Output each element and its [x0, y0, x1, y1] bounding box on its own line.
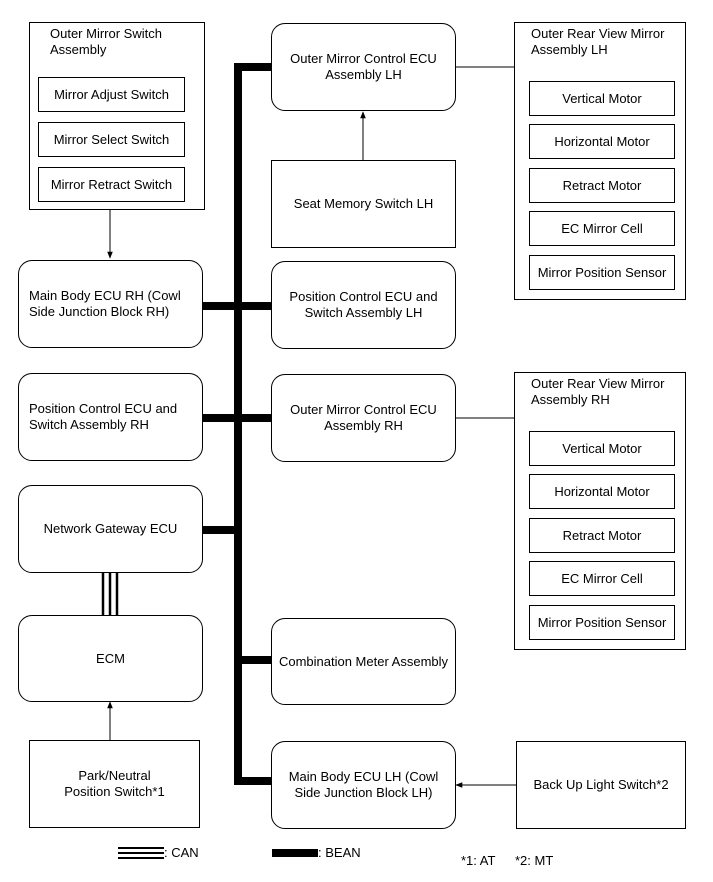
position-control-ecu-lh: Position Control ECU and Switch Assembly… [271, 261, 456, 349]
outer-rear-view-mirror-assembly-rh: Outer Rear View Mirror Assembly RH Verti… [514, 372, 686, 650]
lh-horizontal-motor: Horizontal Motor [529, 124, 675, 159]
network-gateway-ecu: Network Gateway ECU [18, 485, 203, 573]
mirror-retract-switch: Mirror Retract Switch [38, 167, 185, 202]
legend-swatches [118, 847, 318, 859]
footnote-at: *1: AT [461, 853, 496, 868]
back-up-light-switch: Back Up Light Switch*2 [516, 741, 686, 829]
ecm: ECM [18, 615, 203, 702]
rh-vertical-motor: Vertical Motor [529, 431, 675, 466]
main-body-ecu-rh: Main Body ECU RH (Cowl Side Junction Blo… [18, 260, 203, 348]
outer-mirror-switch-assembly-title: Outer Mirror Switch Assembly [50, 26, 162, 57]
footnote-mt: *2: MT [515, 853, 554, 868]
mirror-select-switch: Mirror Select Switch [38, 122, 185, 157]
rh-retract-motor: Retract Motor [529, 518, 675, 553]
park-neutral-position-switch: Park/Neutral Position Switch*1 [29, 740, 200, 828]
seat-memory-switch-lh: Seat Memory Switch LH [271, 160, 456, 248]
lh-ec-mirror-cell: EC Mirror Cell [529, 211, 675, 246]
outer-mirror-control-ecu-lh: Outer Mirror Control ECU Assembly LH [271, 23, 456, 111]
rh-horizontal-motor: Horizontal Motor [529, 474, 675, 509]
legend-can-label: : CAN [164, 845, 199, 860]
main-body-ecu-lh: Main Body ECU LH (Cowl Side Junction Blo… [271, 741, 456, 829]
lh-vertical-motor: Vertical Motor [529, 81, 675, 116]
rh-mirror-position-sensor: Mirror Position Sensor [529, 605, 675, 640]
legend-bean-label: : BEAN [318, 845, 361, 860]
outer-mirror-switch-assembly: Outer Mirror Switch Assembly Mirror Adju… [29, 22, 205, 210]
lh-retract-motor: Retract Motor [529, 168, 675, 203]
outer-mirror-control-ecu-rh: Outer Mirror Control ECU Assembly RH [271, 374, 456, 462]
bean-bus [203, 63, 271, 785]
outer-rear-view-mirror-rh-title: Outer Rear View Mirror Assembly RH [531, 376, 665, 407]
position-control-ecu-rh: Position Control ECU and Switch Assembly… [18, 373, 203, 461]
outer-rear-view-mirror-assembly-lh: Outer Rear View Mirror Assembly LH Verti… [514, 22, 686, 300]
outer-rear-view-mirror-lh-title: Outer Rear View Mirror Assembly LH [531, 26, 665, 57]
combination-meter-assembly: Combination Meter Assembly [271, 618, 456, 705]
signal-lines [107, 66, 516, 788]
mirror-adjust-switch: Mirror Adjust Switch [38, 77, 185, 112]
can-bus [101, 573, 119, 615]
lh-mirror-position-sensor: Mirror Position Sensor [529, 255, 675, 290]
rh-ec-mirror-cell: EC Mirror Cell [529, 561, 675, 596]
